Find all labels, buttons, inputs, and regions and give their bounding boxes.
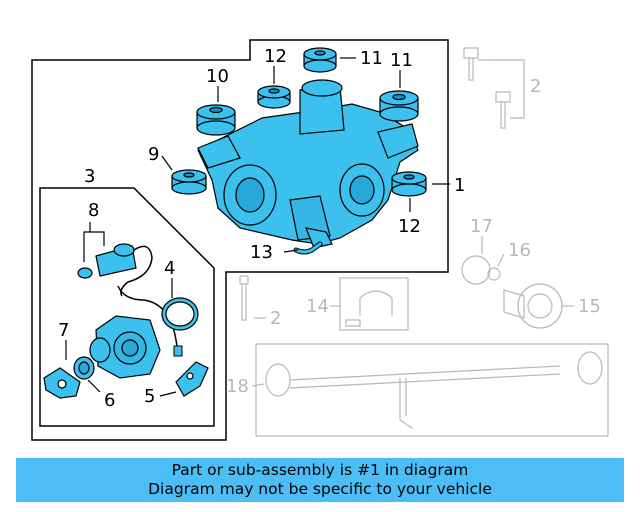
callout-18: 18	[226, 376, 249, 397]
banner-line-2: Diagram may not be specific to your vehi…	[148, 480, 492, 498]
mount-bushing-12-right[interactable]	[391, 171, 427, 197]
mount-bushing-11-right[interactable]	[379, 90, 419, 122]
callout-2-top: 2	[530, 76, 541, 97]
callout-8: 8	[88, 200, 99, 221]
callout-6: 6	[104, 390, 115, 411]
seal-17	[461, 255, 491, 285]
driveshaft-18	[255, 343, 609, 437]
mount-bushing-11-top[interactable]	[303, 47, 337, 73]
assembly-outline	[31, 39, 449, 441]
callout-14: 14	[306, 296, 329, 317]
callout-11-right: 11	[390, 50, 413, 71]
info-banner: Part or sub-assembly is #1 in diagram Di…	[16, 458, 624, 502]
callout-5: 5	[144, 386, 155, 407]
flange-15	[503, 283, 563, 329]
pump-motor-assembly[interactable]	[89, 315, 161, 379]
callout-15: 15	[578, 296, 601, 317]
subassembly-3-outline	[39, 187, 215, 427]
banner-line-1: Part or sub-assembly is #1 in diagram	[171, 461, 469, 479]
callout-4: 4	[164, 258, 175, 279]
callout-1: 1	[454, 175, 465, 196]
ring-16	[487, 267, 501, 281]
callout-7: 7	[58, 320, 69, 341]
flange-7[interactable]	[43, 367, 81, 399]
solenoid-8[interactable]	[95, 243, 153, 297]
seal-ring-4[interactable]	[161, 297, 199, 331]
callout-10: 10	[206, 66, 229, 87]
callout-11-top: 11	[360, 48, 383, 69]
callout-17: 17	[470, 216, 493, 237]
mount-bushing-10[interactable]	[196, 104, 236, 136]
u-bolt-14	[339, 277, 409, 331]
callout-16: 16	[508, 240, 531, 261]
mount-bushing-9[interactable]	[171, 169, 207, 195]
leader-lines-grey	[251, 236, 574, 387]
gasket-6[interactable]	[73, 356, 95, 380]
callout-13: 13	[250, 242, 273, 263]
callout-12-right: 12	[398, 216, 421, 237]
o-ring-8[interactable]	[77, 267, 93, 279]
bolt-2-lower	[239, 275, 249, 321]
mount-bushing-12-top[interactable]	[257, 85, 291, 109]
bracket-5[interactable]	[175, 361, 209, 397]
differential-housing[interactable]	[197, 79, 419, 249]
callout-3: 3	[84, 166, 95, 187]
connector-plug	[173, 345, 183, 357]
callout-2-lower: 2	[270, 308, 281, 329]
callout-12-top: 12	[264, 46, 287, 67]
bolt-2-top	[463, 47, 525, 129]
callout-9: 9	[148, 144, 159, 165]
leader-lines	[65, 57, 411, 397]
